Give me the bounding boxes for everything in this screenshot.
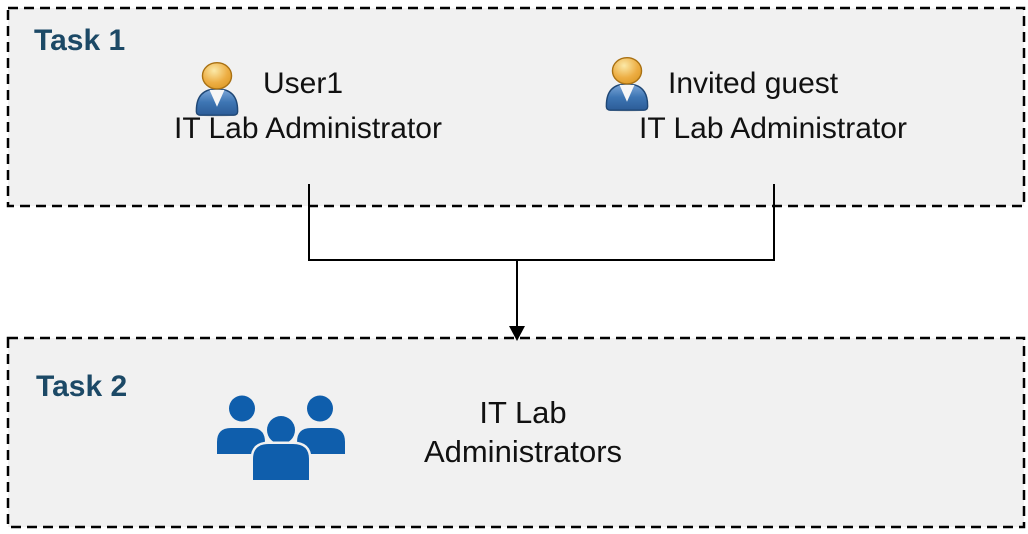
task2-label: Task 2 (36, 370, 128, 403)
person-icon (195, 61, 239, 117)
task2-box: Task 2 IT Lab Administrators (8, 338, 1024, 527)
people-group-icon (217, 395, 345, 480)
invited-guest-name: Invited guest (668, 67, 839, 100)
group-name-line1: IT Lab (479, 395, 567, 430)
user1-role: IT Lab Administrator (174, 112, 442, 145)
person-icon (605, 56, 649, 112)
group-name-line2: Administrators (423, 434, 623, 469)
group-name: IT Lab Administrators (424, 393, 622, 471)
user1-name: User1 (263, 67, 344, 100)
invited-guest-role: IT Lab Administrator (639, 112, 907, 145)
task1-box: Task 1 User1 IT Lab Administrato (8, 8, 1024, 206)
task1-label: Task 1 (34, 24, 126, 57)
